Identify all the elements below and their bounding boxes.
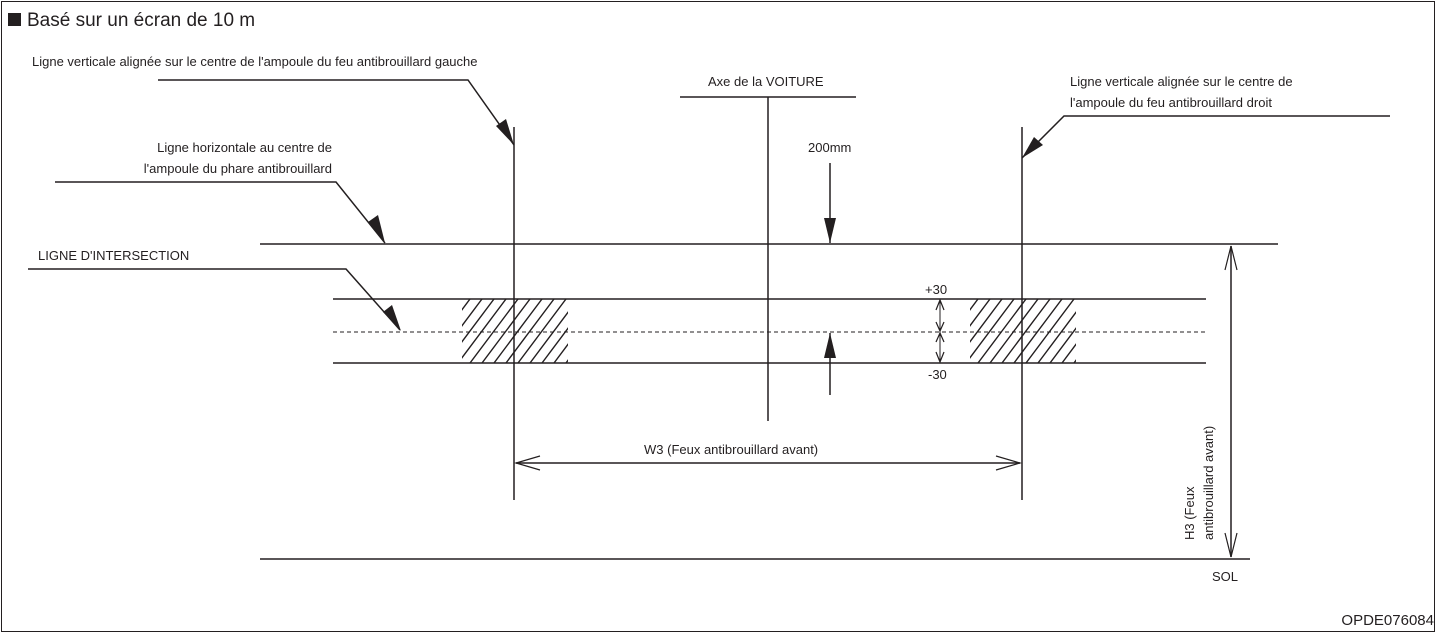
plus-tolerance-label: +30 [925,282,947,297]
left-hatched-zone [398,299,674,363]
hatch-stroke [602,299,650,363]
horizontal-line-label-1: Ligne horizontale au centre de [157,140,332,155]
right-vertical-leader [1021,115,1390,159]
left-vertical-leader [158,79,515,146]
hatch-stroke [590,299,638,363]
hatch-stroke [970,299,1015,359]
offset-distance-label: 200mm [808,140,851,155]
horizontal-line-label-2: l'ampoule du phare antibrouillard [144,161,332,176]
hatch-stroke [626,299,674,363]
hatch-stroke [398,299,446,363]
hatch-stroke [1122,299,1170,363]
hatch-stroke [578,299,626,363]
right-vertical-line-label-2: l'ampoule du feu antibrouillard droit [1070,95,1272,110]
black-square-icon [8,13,21,26]
figure-code-label: OPDE076084 [1341,612,1434,629]
car-axis-label: Axe de la VOITURE [708,74,824,89]
height-dimension-label-1: H3 (Feux [1182,486,1197,540]
hatch-stroke [1013,299,1063,363]
diagram-title-text: Basé sur un écran de 10 m [27,10,256,31]
offset-top-arrowhead [824,218,836,243]
hatch-stroke [529,311,568,363]
hatch-stroke [517,299,567,363]
hatch-stroke [462,299,471,311]
hatch-stroke [970,299,991,327]
hatch-stroke [493,299,543,363]
hatch-stroke [906,299,954,363]
width-arrowhead-left [513,455,541,471]
hatch-stroke [410,299,458,363]
hatch-stroke [1037,311,1076,363]
hatch-stroke [1086,299,1134,363]
hatch-stroke [918,299,966,363]
hatch-stroke [1001,299,1051,363]
horizontal-line-leader [55,181,386,244]
hatch-stroke [970,299,1003,343]
hatch-stroke [1110,299,1158,363]
hatch-stroke [1073,359,1076,363]
hatch-stroke [1061,343,1076,363]
hatch-stroke [462,299,507,359]
hatch-stroke [481,299,531,363]
minus-tolerance-label: -30 [928,367,947,382]
hatch-stroke [1134,299,1182,363]
cutoff-line-label: LIGNE D'INTERSECTION [38,248,189,263]
width-dimension-label: W3 (Feux antibrouillard avant) [644,442,818,457]
ground-label: SOL [1212,569,1238,584]
horizontal-line-leader-arrowhead [368,215,385,243]
hatch-stroke [1049,327,1076,363]
right-vertical-leader-arrowhead [1022,137,1043,158]
left-vertical-leader-arrowhead [496,119,514,145]
hatch-stroke [614,299,662,363]
diagram-title: Basé sur un écran de 10 m [8,10,255,32]
tolerance-arrowhead-bottom [935,351,945,364]
cutoff-leader-arrowhead [383,305,401,331]
hatch-stroke [541,327,568,363]
hatch-stroke [553,343,568,363]
hatch-stroke [989,299,1039,363]
hatch-stroke [1025,299,1075,363]
tolerance-arrowhead-middle-up [935,321,945,333]
hatch-stroke [462,299,495,343]
tolerance-arrowhead-middle-down [935,331,945,343]
height-dimension-label-2: antibrouillard avant) [1201,426,1216,540]
hatch-stroke [462,299,483,327]
hatch-stroke [469,299,519,363]
hatch-stroke [505,299,555,363]
height-arrowhead-bottom [1224,532,1238,558]
tolerance-arrowhead-top [935,298,945,311]
hatch-stroke [565,359,568,363]
height-arrowhead-top [1224,245,1238,271]
right-hatched-zone [906,299,1182,363]
left-vertical-line-label: Ligne verticale alignée sur le centre de… [32,54,478,69]
right-vertical-line-label-1: Ligne verticale alignée sur le centre de [1070,74,1293,89]
cutoff-leader [28,268,401,331]
offset-bottom-arrowhead [824,333,836,358]
width-arrowhead-right [995,455,1023,471]
hatch-stroke [977,299,1027,363]
hatch-stroke [1098,299,1146,363]
